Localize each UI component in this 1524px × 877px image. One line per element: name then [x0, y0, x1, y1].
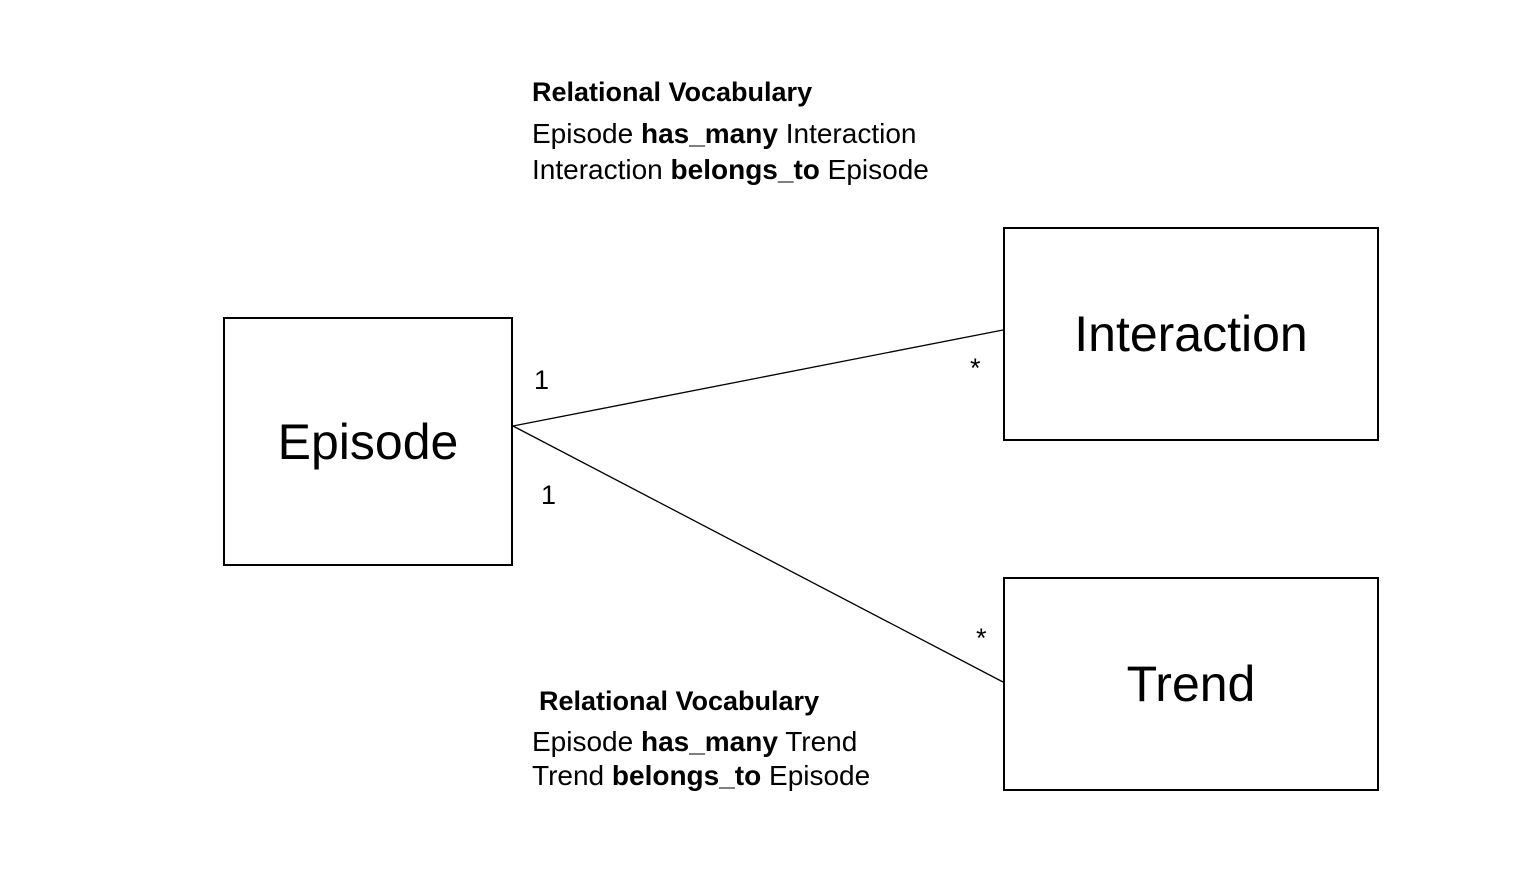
entity-box-interaction: Interaction [1003, 227, 1379, 441]
connector-episode-trend [512, 425, 1004, 683]
vocabulary-block-bottom: Relational Vocabulary Episode has_many T… [532, 688, 870, 796]
multiplicity-label: 1 [534, 365, 550, 395]
connector-episode-interaction [512, 329, 1004, 427]
vocabulary-subject: Episode [532, 118, 634, 149]
vocabulary-subject: Trend [532, 760, 605, 791]
vocabulary-object: Episode [827, 154, 929, 185]
vocabulary-subject: Episode [532, 726, 634, 757]
entity-box-trend: Trend [1003, 577, 1379, 791]
vocabulary-object: Episode [769, 760, 871, 791]
vocabulary-block-top: Relational Vocabulary Episode has_many I… [532, 79, 929, 192]
multiplicity-label: * [976, 623, 987, 653]
vocabulary-object: Interaction [785, 118, 917, 149]
entity-label: Trend [1126, 656, 1256, 712]
vocabulary-line: Trend belongs_to Episode [532, 762, 870, 790]
vocabulary-line: Interaction belongs_to Episode [532, 156, 929, 184]
vocabulary-title: Relational Vocabulary [532, 77, 813, 107]
vocabulary-line: Episode has_many Interaction [532, 120, 929, 148]
entity-label: Interaction [1074, 306, 1308, 362]
vocabulary-verb: has_many [640, 118, 778, 149]
multiplicity-label: * [970, 353, 981, 383]
vocabulary-subject: Interaction [532, 154, 663, 185]
vocabulary-verb: has_many [640, 726, 778, 757]
vocabulary-title: Relational Vocabulary [539, 686, 820, 716]
entity-box-episode: Episode [223, 317, 513, 566]
entity-label: Episode [277, 413, 459, 470]
vocabulary-verb: belongs_to [611, 760, 762, 791]
vocabulary-line: Episode has_many Trend [532, 728, 870, 756]
vocabulary-verb: belongs_to [670, 154, 820, 185]
vocabulary-object: Trend [785, 726, 858, 757]
multiplicity-label: 1 [541, 480, 557, 510]
